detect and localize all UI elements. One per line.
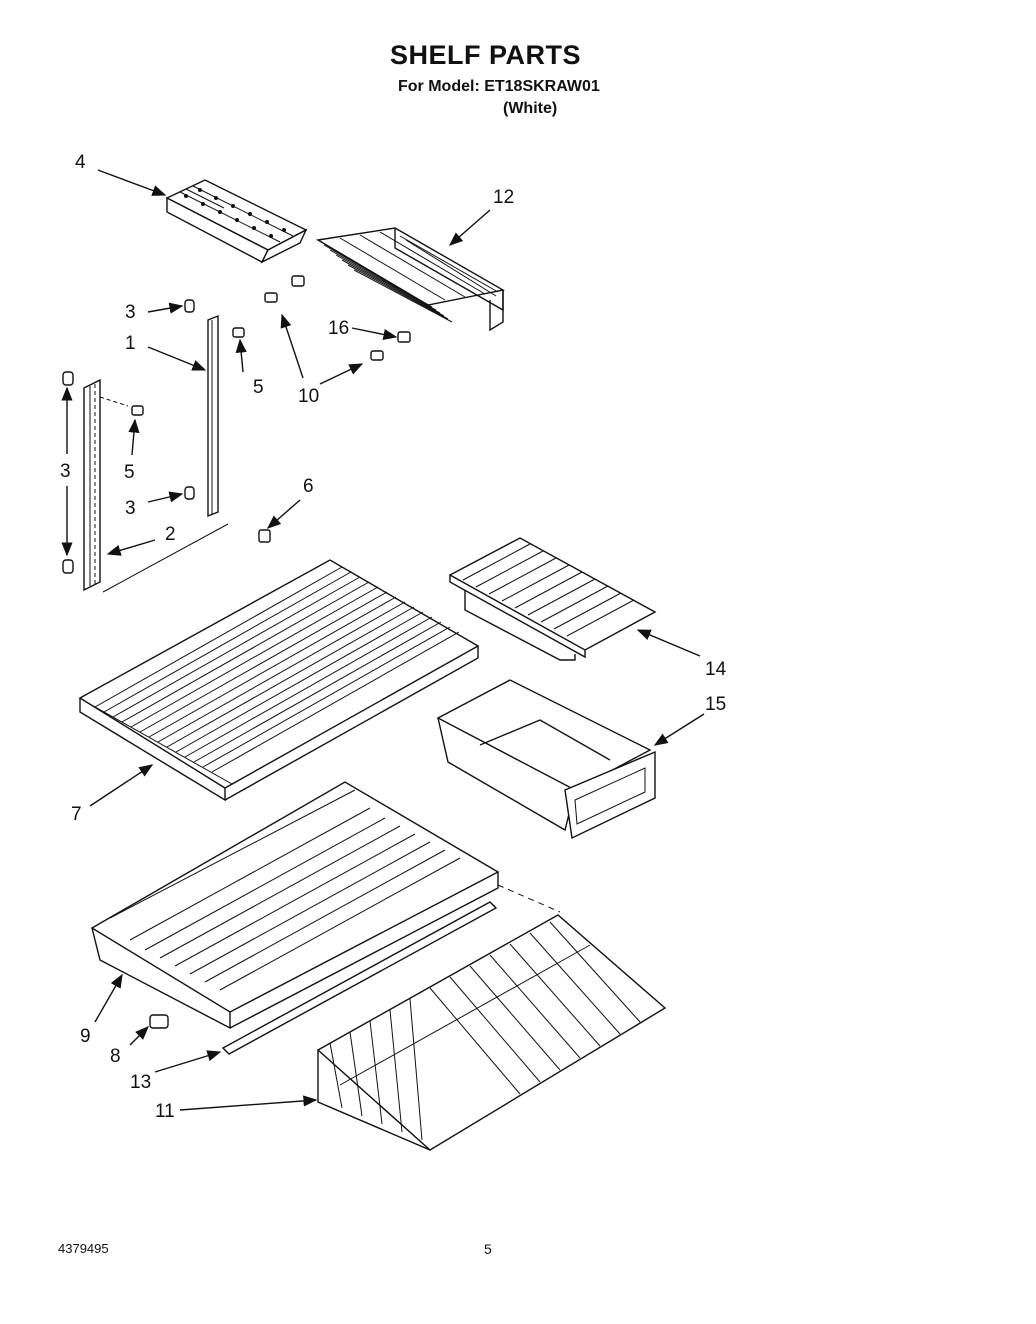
crisper-drawer-part <box>436 679 656 840</box>
small-shelf-part <box>448 537 657 661</box>
callout-11: 11 <box>155 1101 175 1122</box>
callout-13: 13 <box>130 1072 151 1093</box>
callout-1: 1 <box>125 333 136 354</box>
page-number: 5 <box>484 1241 492 1257</box>
callout-3-upper: 3 <box>125 302 136 323</box>
callout-5-lower: 5 <box>124 462 135 483</box>
ice-tray-part <box>165 179 308 264</box>
callout-10: 10 <box>298 386 319 407</box>
callout-3-left: 3 <box>60 461 71 482</box>
right-rail-part <box>184 299 219 518</box>
document-number: 4379495 <box>58 1241 109 1256</box>
callout-6: 6 <box>303 476 314 497</box>
model-line: For Model: ET18SKRAW01 <box>398 78 600 95</box>
callout-15: 15 <box>705 694 726 715</box>
screw-part <box>149 1014 169 1029</box>
callout-4: 4 <box>75 152 86 173</box>
callout-8: 8 <box>110 1046 121 1067</box>
callout-12: 12 <box>493 187 514 208</box>
leader-lines <box>61 169 705 1111</box>
upper-wire-shelf-part <box>315 227 505 332</box>
trim-strip-part <box>221 901 498 1055</box>
page-title: SHELF PARTS <box>390 40 582 70</box>
callout-9: 9 <box>80 1026 91 1047</box>
callout-16: 16 <box>328 318 349 339</box>
callout-7: 7 <box>71 804 82 825</box>
left-rail-part <box>62 371 101 592</box>
callout-5-upper: 5 <box>253 377 264 398</box>
bottom-frame-part <box>90 781 500 1030</box>
wire-basket-part <box>316 914 667 1151</box>
callout-2: 2 <box>165 524 176 545</box>
callout-14: 14 <box>705 659 727 680</box>
clip-parts <box>131 275 411 543</box>
callout-3-lower: 3 <box>125 498 136 519</box>
main-wire-shelf-part <box>78 559 480 802</box>
color-line: (White) <box>503 100 558 117</box>
